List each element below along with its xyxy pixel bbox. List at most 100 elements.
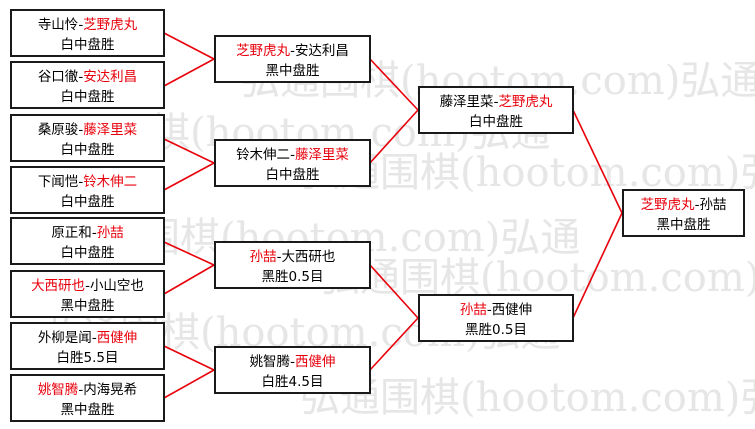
player-name: 芝野虎丸 bbox=[640, 197, 695, 213]
match-result: 白胜4.5目 bbox=[261, 374, 324, 390]
connector-line bbox=[163, 241, 215, 266]
match-players: 孙喆-西健伸 bbox=[420, 300, 572, 320]
player-separator: - bbox=[91, 225, 97, 241]
player-separator: - bbox=[486, 302, 492, 318]
player-separator: - bbox=[78, 174, 84, 190]
connector-line bbox=[369, 317, 419, 371]
match-result: 黑中盘胜 bbox=[60, 402, 115, 418]
match-result: 白中盘胜 bbox=[469, 114, 523, 130]
player-name: 原正和 bbox=[51, 225, 92, 241]
player-name: 西健伸 bbox=[491, 302, 533, 318]
match-box: 藤泽里菜-芝野虎丸白中盘胜 bbox=[418, 86, 574, 134]
match-players: 铃木伸二-藤泽里菜 bbox=[216, 145, 369, 165]
match-box: 芝野虎丸-安达利昌黑中盘胜 bbox=[214, 35, 371, 83]
player-separator: - bbox=[91, 330, 97, 346]
match-players: 下闻恺-铃木伸二 bbox=[12, 172, 163, 192]
match-box: 桑原骏-藤泽里菜白中盘胜 bbox=[10, 114, 165, 162]
player-separator: - bbox=[78, 122, 84, 138]
connector-line bbox=[163, 162, 215, 191]
match-result: 黑胜0.5目 bbox=[465, 322, 527, 338]
player-name: 芝野虎丸 bbox=[236, 43, 291, 59]
connector-line bbox=[163, 264, 215, 295]
player-name: 姚智腾 bbox=[249, 354, 291, 370]
match-box: 芝野虎丸-孙喆黑中盘胜 bbox=[622, 189, 745, 237]
match-players: 桑原骏-藤泽里菜 bbox=[12, 120, 163, 140]
match-players: 芝野虎丸-安达利昌 bbox=[216, 41, 369, 61]
match-result: 白中盘胜 bbox=[60, 89, 115, 105]
match-box: 寺山怜-芝野虎丸白中盘胜 bbox=[10, 9, 165, 57]
player-name: 藤泽里菜 bbox=[294, 147, 349, 163]
match-players: 谷口徹-安达利昌 bbox=[12, 67, 163, 87]
connector-line bbox=[163, 58, 215, 87]
match-result: 白胜5.5目 bbox=[56, 350, 119, 366]
connector-line bbox=[163, 369, 215, 399]
match-players: 寺山怜-芝野虎丸 bbox=[12, 15, 163, 35]
player-separator: - bbox=[85, 278, 90, 294]
match-players: 姚智腾-内海晃希 bbox=[12, 380, 163, 400]
match-result: 黑中盘胜 bbox=[60, 298, 115, 314]
player-name: 芝野虎丸 bbox=[498, 94, 553, 110]
player-name: 谷口徹 bbox=[37, 69, 79, 85]
player-name: 孙喆 bbox=[459, 302, 487, 318]
player-separator: - bbox=[290, 147, 295, 163]
player-name: 西健伸 bbox=[96, 330, 138, 346]
match-result: 黑中盘胜 bbox=[265, 63, 320, 79]
player-name: 寺山怜 bbox=[37, 17, 79, 33]
player-separator: - bbox=[290, 43, 295, 59]
player-separator: - bbox=[290, 354, 295, 370]
player-name: 安达利昌 bbox=[83, 69, 138, 85]
player-name: 西健伸 bbox=[294, 354, 336, 370]
player-name: 藤泽里菜 bbox=[83, 122, 138, 138]
connector-line bbox=[369, 58, 419, 111]
connector-line bbox=[572, 109, 623, 214]
player-name: 芝野虎丸 bbox=[83, 17, 138, 33]
player-name: 大西研也 bbox=[281, 249, 336, 265]
player-name: 下闻恺 bbox=[37, 174, 79, 190]
player-name: 孙喆 bbox=[699, 197, 727, 213]
match-box: 外柳是闻-西健伸白胜5.5目 bbox=[10, 322, 165, 370]
match-result: 白中盘胜 bbox=[60, 37, 115, 53]
match-players: 外柳是闻-西健伸 bbox=[12, 328, 163, 348]
match-players: 原正和-孙喆 bbox=[12, 223, 163, 243]
player-name: 铃木伸二 bbox=[83, 174, 138, 190]
connector-line bbox=[163, 32, 215, 60]
match-result: 黑胜0.5目 bbox=[261, 269, 324, 285]
match-box: 铃木伸二-藤泽里菜白中盘胜 bbox=[214, 139, 371, 187]
player-name: 小山空也 bbox=[89, 278, 144, 294]
player-separator: - bbox=[78, 17, 84, 33]
match-box: 姚智腾-内海晃希黑中盘胜 bbox=[10, 374, 165, 422]
player-name: 大西研也 bbox=[31, 278, 86, 294]
match-result: 黑中盘胜 bbox=[656, 217, 711, 233]
connector-line bbox=[163, 138, 215, 164]
match-result: 白中盘胜 bbox=[60, 245, 115, 261]
player-separator: - bbox=[694, 197, 700, 213]
match-result: 白中盘胜 bbox=[60, 194, 115, 210]
player-name: 内海晃希 bbox=[83, 382, 138, 398]
player-name: 姚智腾 bbox=[37, 382, 79, 398]
connector-line bbox=[572, 212, 623, 319]
match-box: 大西研也-小山空也黑中盘胜 bbox=[10, 270, 165, 318]
match-box: 原正和-孙喆白中盘胜 bbox=[10, 217, 165, 265]
player-separator: - bbox=[276, 249, 282, 265]
match-result: 白中盘胜 bbox=[265, 167, 320, 183]
match-box: 下闻恺-铃木伸二白中盘胜 bbox=[10, 166, 165, 214]
player-name: 安达利昌 bbox=[294, 43, 349, 59]
match-box: 孙喆-大西研也黑胜0.5目 bbox=[214, 241, 371, 289]
match-box: 谷口徹-安达利昌白中盘胜 bbox=[10, 61, 165, 109]
match-result: 白中盘胜 bbox=[60, 142, 115, 158]
player-name: 铃木伸二 bbox=[236, 147, 291, 163]
player-separator: - bbox=[493, 94, 499, 110]
match-players: 芝野虎丸-孙喆 bbox=[624, 195, 743, 215]
match-box: 孙喆-西健伸黑胜0.5目 bbox=[418, 294, 574, 342]
connector-line bbox=[369, 109, 419, 164]
match-players: 姚智腾-西健伸 bbox=[216, 352, 369, 372]
connector-line bbox=[369, 264, 419, 319]
player-name: 外柳是闻 bbox=[37, 330, 92, 346]
match-players: 藤泽里菜-芝野虎丸 bbox=[420, 92, 572, 112]
match-box: 姚智腾-西健伸白胜4.5目 bbox=[214, 346, 371, 394]
player-separator: - bbox=[78, 382, 84, 398]
connector-line bbox=[163, 345, 215, 371]
match-players: 孙喆-大西研也 bbox=[216, 247, 369, 267]
player-separator: - bbox=[78, 69, 84, 85]
